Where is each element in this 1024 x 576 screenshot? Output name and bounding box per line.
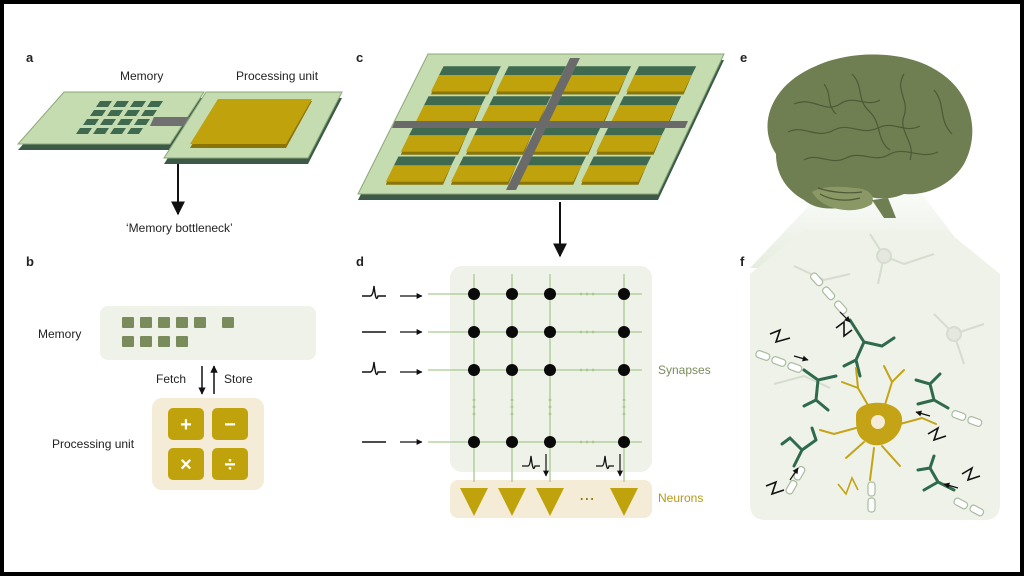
synapses-label: Synapses bbox=[658, 363, 711, 377]
core-tile-processor bbox=[531, 135, 597, 152]
core-tile-processor bbox=[496, 75, 562, 92]
processing-unit-label: Processing unit bbox=[236, 69, 319, 83]
neuromorphic-chip-board bbox=[357, 53, 725, 200]
core-tile-processor bbox=[516, 165, 582, 182]
core-tile-processor bbox=[626, 75, 692, 92]
core-tile-processor bbox=[450, 165, 517, 182]
core-tile-memory bbox=[554, 96, 617, 106]
core-tile-processor bbox=[415, 105, 482, 122]
operator-divide: ÷ bbox=[212, 448, 248, 480]
synapse-nodes bbox=[468, 288, 630, 448]
memory-label: Memory bbox=[120, 69, 163, 83]
figure-frame: a Memory Processing unit bbox=[4, 4, 1020, 572]
core-tile-memory bbox=[459, 156, 521, 166]
core-tile-processor bbox=[581, 165, 647, 182]
memory-label-b: Memory bbox=[38, 327, 81, 341]
memory-panel bbox=[100, 306, 316, 360]
operator-minus-symbol: − bbox=[224, 414, 236, 436]
core-tile-processor bbox=[465, 135, 532, 152]
neuron-triangles bbox=[460, 488, 638, 516]
output-arrows bbox=[543, 454, 623, 477]
panel-b-letter: b bbox=[26, 254, 34, 269]
core-tile-memory bbox=[504, 66, 566, 76]
core-tile-memory bbox=[619, 96, 682, 106]
operator-divide-symbol: ÷ bbox=[225, 454, 236, 476]
core-tile-memory bbox=[474, 126, 536, 136]
memory-board bbox=[16, 91, 205, 150]
memory-blocks bbox=[122, 317, 234, 347]
panel-f: f bbox=[740, 230, 1000, 520]
core-tile-memory bbox=[589, 156, 652, 166]
operator-plus: + bbox=[168, 408, 204, 440]
panel-a: a Memory Processing unit bbox=[16, 50, 343, 235]
core-tile-processor bbox=[480, 105, 547, 122]
core-tile-processor bbox=[611, 105, 677, 122]
processing-unit-label-b: Processing unit bbox=[52, 437, 135, 451]
presynaptic-terminals bbox=[780, 318, 956, 492]
core-tile-memory bbox=[424, 96, 486, 106]
core-tile-memory bbox=[524, 156, 586, 166]
brain-illustration bbox=[767, 54, 973, 218]
memory-chip-grid bbox=[76, 101, 163, 134]
core-tile-processor bbox=[385, 165, 452, 182]
core-tile-memory bbox=[539, 126, 602, 136]
core-tile-processor bbox=[546, 105, 612, 122]
core-tile-memory bbox=[489, 96, 551, 106]
core-tile-memory bbox=[634, 66, 697, 76]
core-tile-memory bbox=[604, 126, 667, 136]
panel-b: b Memory Fetch Store Processing unit + − bbox=[26, 254, 316, 490]
input-arrows bbox=[400, 293, 423, 445]
core-tile-memory bbox=[569, 66, 632, 76]
memory-bottleneck-label: ‘Memory bottleneck’ bbox=[126, 221, 233, 235]
core-tile-processor bbox=[400, 135, 467, 152]
output-spike-icons bbox=[522, 455, 614, 470]
core-tile-memory bbox=[439, 66, 501, 76]
signal-arrows bbox=[789, 311, 959, 489]
core-tile-memory bbox=[393, 156, 456, 166]
crossbar-ellipsis-dots bbox=[472, 292, 626, 444]
panel-f-letter: f bbox=[740, 254, 745, 269]
neuron-panel-background bbox=[750, 230, 1000, 520]
operator-times-symbol: × bbox=[180, 454, 192, 476]
input-spike-icons bbox=[362, 285, 386, 443]
neurons-label: Neurons bbox=[658, 491, 703, 505]
neuron-ellipsis: ⋯ bbox=[579, 491, 595, 508]
signal-spike-icons bbox=[765, 320, 981, 496]
operator-minus: − bbox=[212, 408, 248, 440]
core-tile-processor bbox=[561, 75, 627, 92]
figure-canvas: a Memory Processing unit bbox=[16, 50, 1000, 520]
core-tile-memory bbox=[409, 126, 471, 136]
operator-times: × bbox=[168, 448, 204, 480]
core-tiles bbox=[385, 66, 697, 185]
myelinated-axons bbox=[755, 272, 985, 517]
panel-d: d bbox=[356, 254, 711, 518]
central-neuron bbox=[819, 365, 937, 496]
processor-board bbox=[163, 91, 343, 164]
panel-c-letter: c bbox=[356, 50, 363, 65]
core-tile-processor bbox=[596, 135, 662, 152]
panel-c: c bbox=[356, 50, 725, 258]
panel-e-letter: e bbox=[740, 50, 747, 65]
panel-a-letter: a bbox=[26, 50, 34, 65]
store-label: Store bbox=[224, 372, 253, 386]
core-tile-processor bbox=[430, 75, 497, 92]
central-bus-vertical bbox=[506, 58, 580, 190]
background-neurons bbox=[773, 233, 985, 389]
operator-plus-symbol: + bbox=[180, 414, 192, 436]
panel-d-letter: d bbox=[356, 254, 364, 269]
fetch-label: Fetch bbox=[156, 372, 186, 386]
